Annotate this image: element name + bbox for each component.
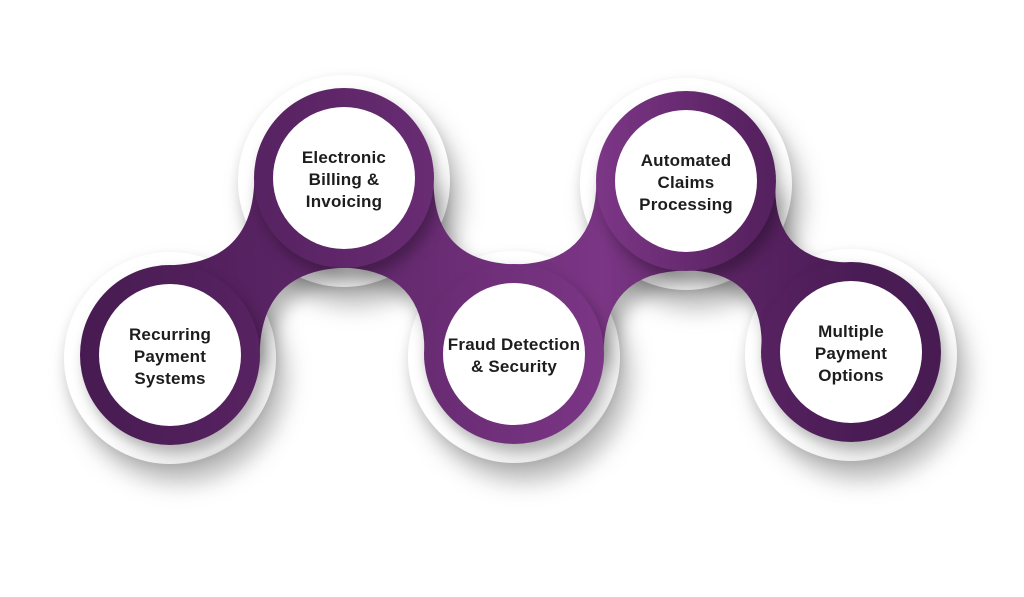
- node-3-label: Fraud Detection & Security: [447, 335, 581, 376]
- node-2-label: Electronic Billing & Invoicing: [301, 148, 387, 211]
- connector-2-3: [334, 171, 524, 361]
- connector-1-2: [161, 170, 353, 363]
- node-2-inner-circle: [273, 107, 415, 249]
- node-1-label: Recurring Payment Systems: [128, 325, 212, 388]
- connector-3-4: [505, 173, 695, 362]
- node-4-label: Automated Claims Processing: [639, 151, 733, 214]
- node-4-inner-circle: [615, 110, 757, 252]
- node-1-inner-circle: [99, 284, 241, 426]
- node-3-inner-circle: [443, 283, 585, 425]
- node-5-inner-circle: [780, 281, 922, 423]
- connector-4-5: [676, 174, 861, 359]
- node-5-label: Multiple Payment Options: [814, 322, 888, 385]
